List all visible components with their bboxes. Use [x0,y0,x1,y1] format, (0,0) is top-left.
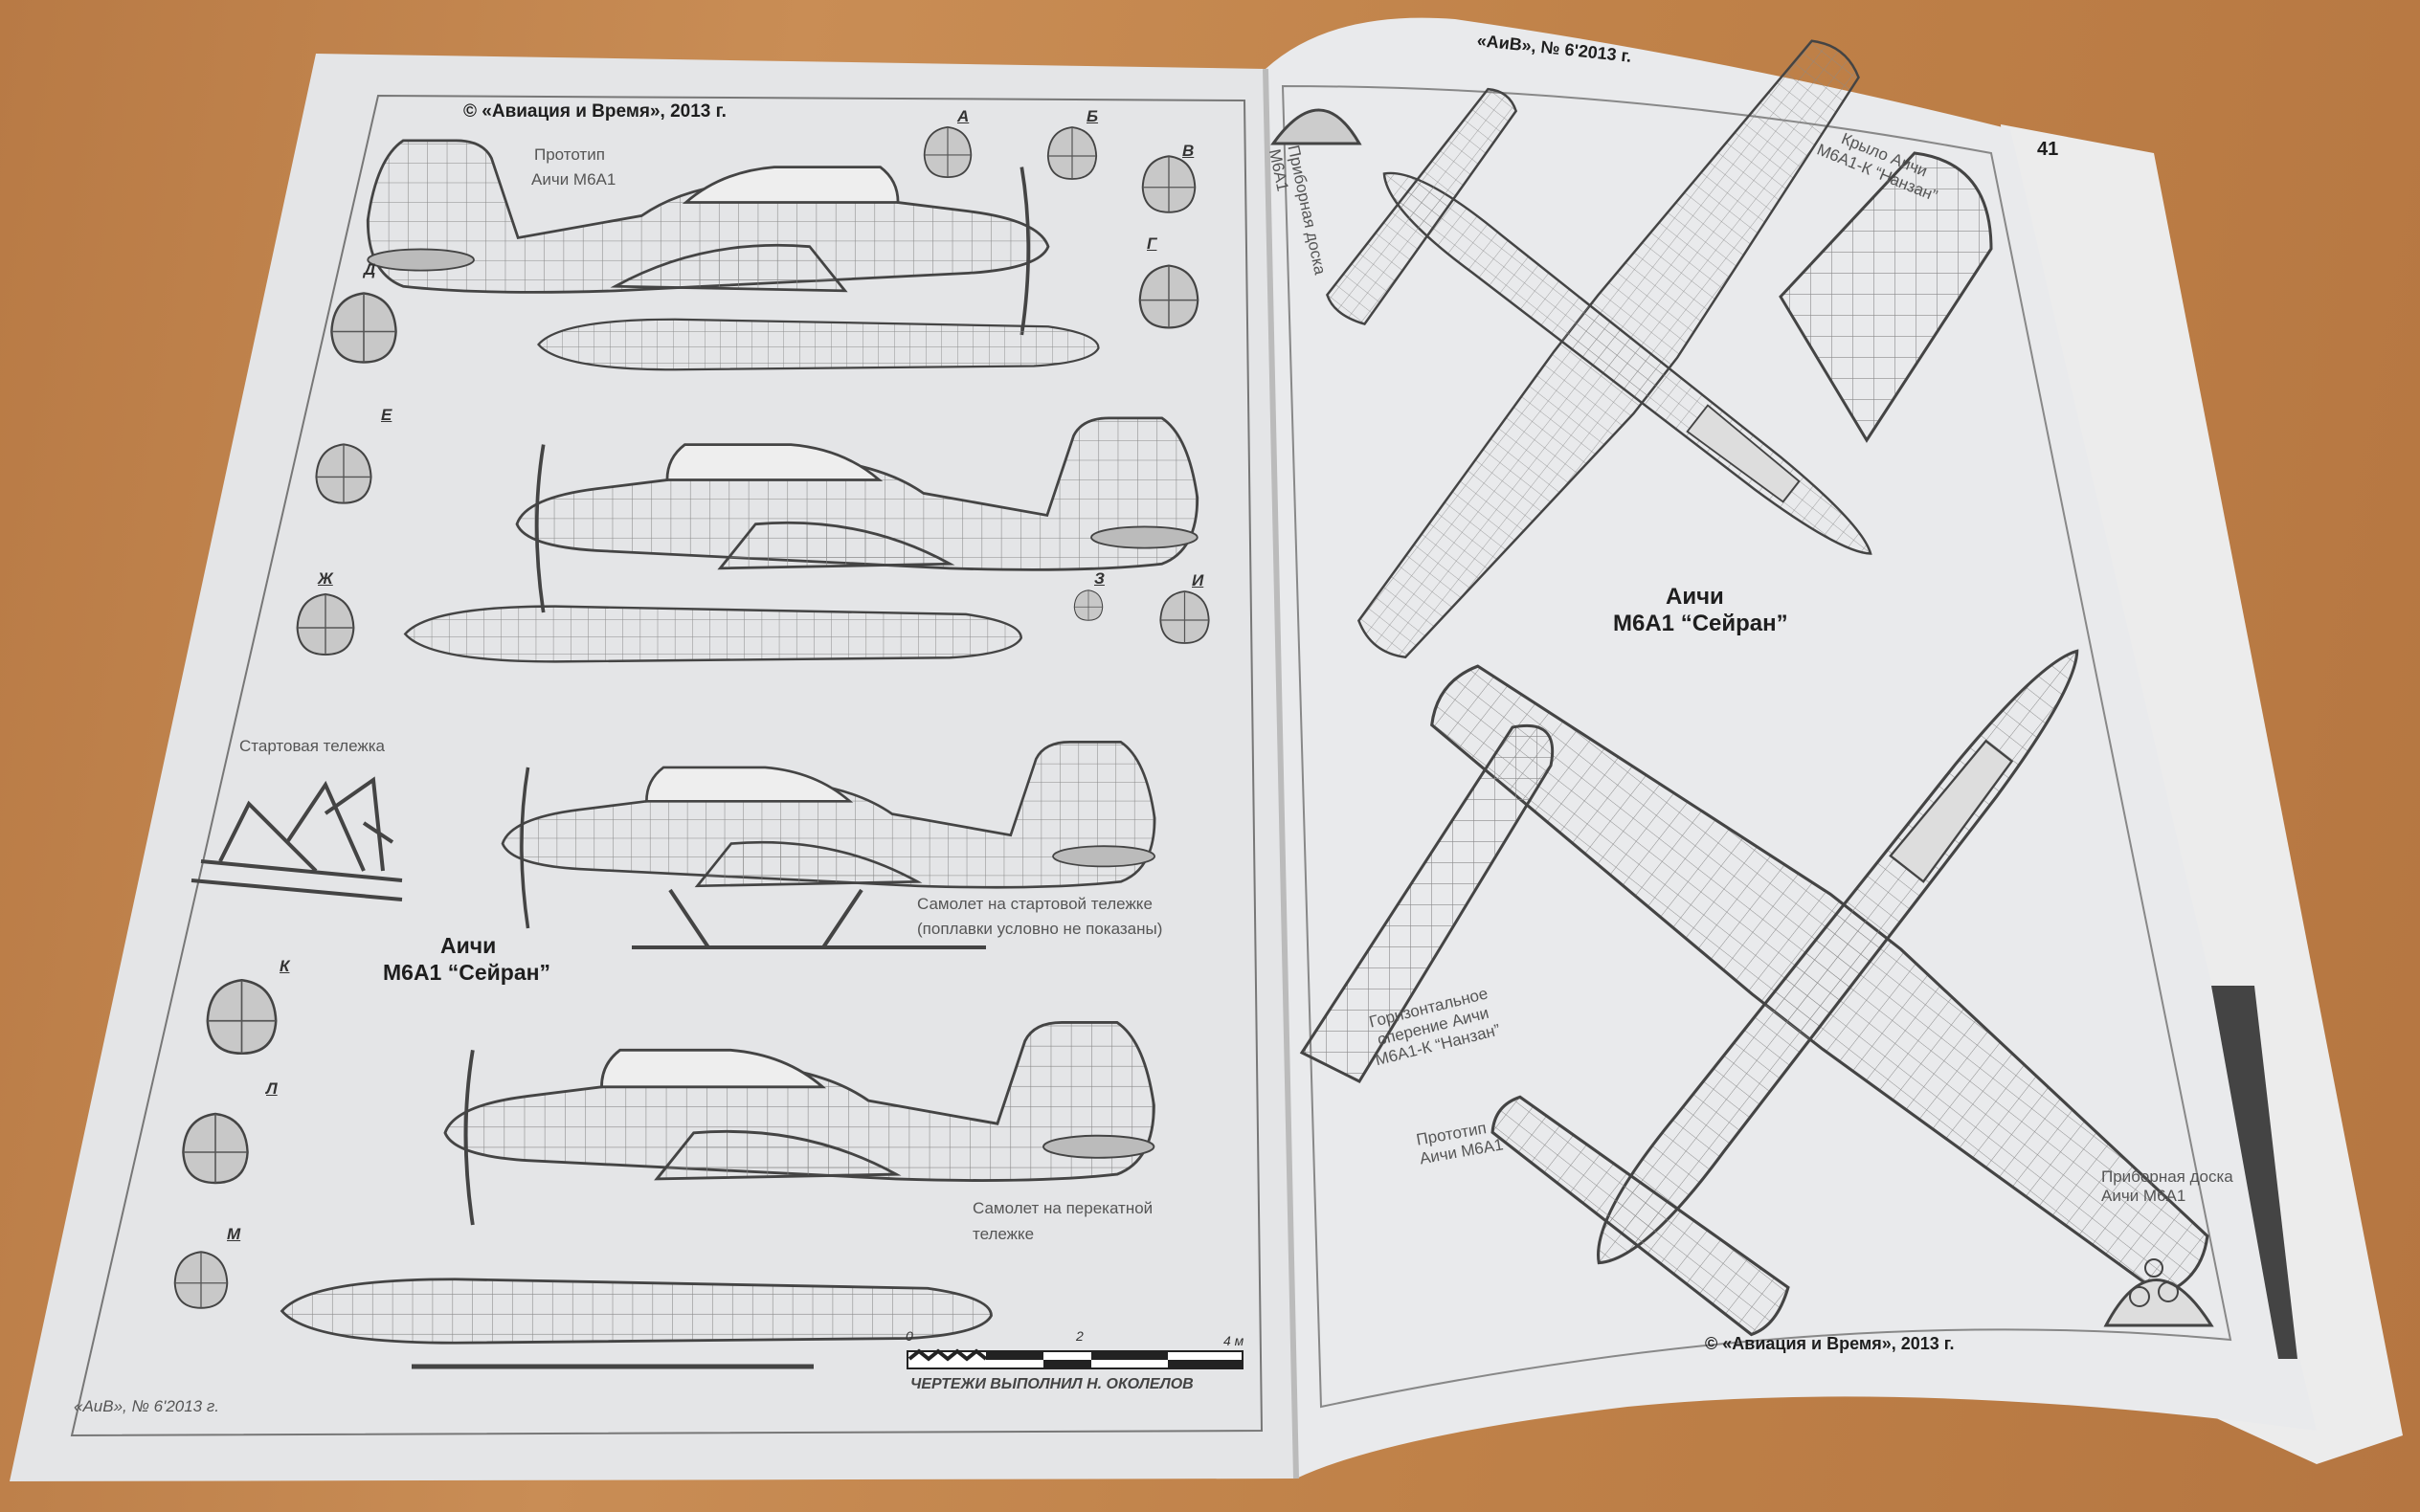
launch-cart-rails [632,888,986,949]
transport-caption-line2: тележке [973,1225,1035,1243]
right-aircraft-title-line2: М6А1 “Сейран” [1613,611,1788,636]
float-1 [537,318,1100,371]
section-label-zh: Ж [318,569,333,588]
panel-caption-line1: Приборная доска [2101,1167,2233,1186]
section-label-a: А [957,107,970,125]
instrument-panel-top [1270,108,1362,145]
section-label-g: Г [1147,234,1157,253]
prototype-caption-line2: Аичи М6А1 [531,170,616,189]
section-label-e: Е [381,406,392,424]
tailplane-detail [1299,723,1555,1083]
scale-tick-0: 0 [906,1328,913,1344]
wing-detail [1779,151,1993,443]
section-label-b: Б [1087,107,1099,125]
section-label-l: Л [266,1079,278,1098]
left-aircraft-title-line1: Аичи [440,933,497,958]
float-3 [280,1277,994,1345]
section-label-z: З [1094,569,1105,588]
right-copyright: © «Авиация и Время», 2013 г. [1705,1334,1955,1353]
launch-caption-line1: Самолет на стартовой тележке [917,895,1153,913]
left-aircraft-title-line2: М6А1 “Сейран” [383,960,551,985]
barcode-strip [2211,986,2297,1359]
launch-cart-drawing [190,776,403,901]
section-label-d: Д [364,260,376,278]
transport-caption-line1: Самолет на перекатной [973,1199,1154,1217]
section-label-v: В [1182,142,1195,160]
right-aircraft-title-line1: Аичи [1666,584,1724,610]
left-footer: «АиВ», № 6'2013 г. [74,1397,219,1415]
page-number: 41 [2037,139,2059,160]
section-label-i: И [1192,571,1204,589]
launch-cart-caption: Стартовая тележка [239,737,385,755]
instrument-panel-bottom [2103,1258,2214,1327]
prototype-caption-line1: Прототип [534,145,605,164]
section-label-k: К [280,957,290,975]
panel-caption-line2: Аичи М6А1 [2101,1187,2186,1205]
launch-caption-line2: (поплавки условно не показаны) [917,920,1163,938]
scale-bar [907,1348,1244,1369]
drawing-credit: ЧЕРТЕЖИ ВЫПОЛНИЛ Н. ОКОЛЕЛОВ [910,1376,1194,1392]
float-2 [403,605,1023,663]
section-label-m: М [227,1225,241,1243]
scale-tick-2: 2 [1076,1328,1084,1344]
scale-tick-4: 4 м [1223,1333,1244,1348]
panel-caption: Приборная доска Аичи М6А1 [2101,1167,2233,1206]
left-copyright: © «Авиация и Время», 2013 г. [463,101,727,122]
